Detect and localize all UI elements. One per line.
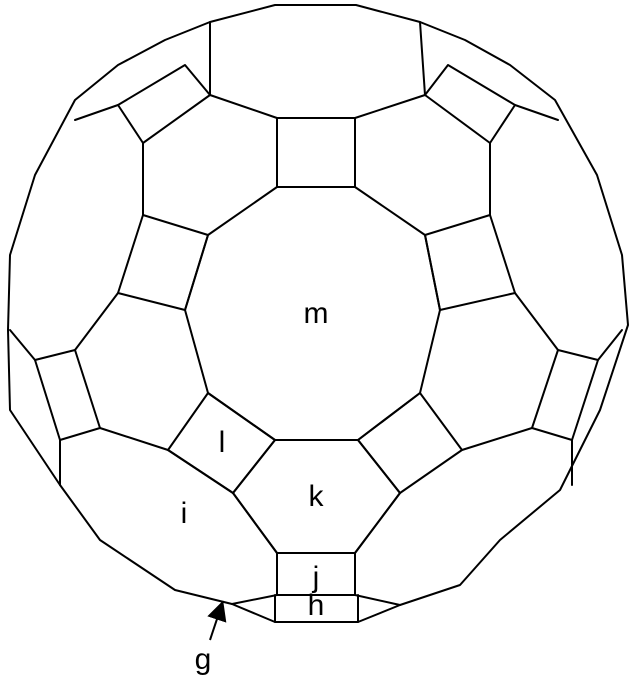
- lower-right-square: [357, 392, 463, 494]
- top-square: [276, 117, 356, 188]
- left-upper-square: [117, 214, 209, 311]
- pointer-arrow-g: [207, 600, 227, 641]
- label-h: h: [307, 589, 325, 622]
- far-right-square: [531, 349, 599, 441]
- label-g: g: [194, 643, 212, 676]
- label-m: m: [303, 297, 329, 330]
- right-upper-square: [424, 214, 516, 311]
- connecting-edges: [9, 21, 623, 623]
- far-left-square: [34, 349, 101, 441]
- label-i: i: [180, 497, 188, 530]
- label-k: k: [308, 480, 324, 513]
- label-j: j: [312, 561, 320, 594]
- top-right-square: [424, 64, 516, 144]
- label-l: l: [218, 426, 226, 459]
- top-left-square: [117, 64, 211, 144]
